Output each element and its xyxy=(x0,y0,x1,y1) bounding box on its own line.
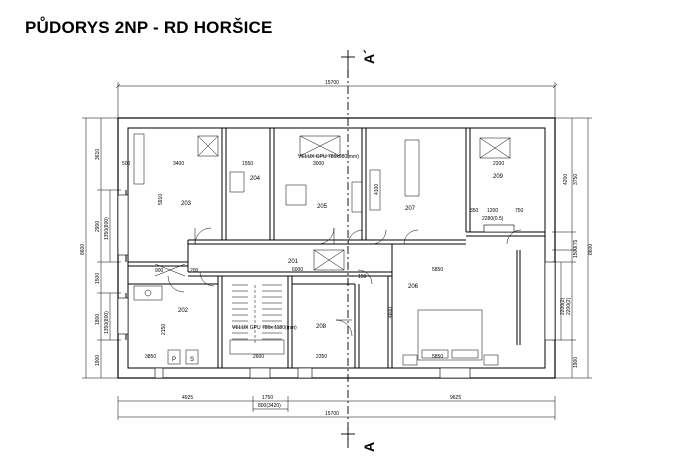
section-line xyxy=(341,50,355,448)
dim-overall-top: 15700 xyxy=(325,80,339,86)
dim-900: 900 xyxy=(155,268,164,274)
dim-206-width-b: 5850 xyxy=(432,354,443,360)
dim-left-seg-4: 1900 xyxy=(95,355,101,366)
dim-left-seg-1: 2900 xyxy=(95,221,101,232)
dim-right-window-0: 2200(2) xyxy=(560,297,566,315)
dim-209-c: 350 xyxy=(470,208,479,214)
dim-204-width: 1550 xyxy=(242,161,253,167)
section-mark-bottom: A xyxy=(361,442,377,452)
dim-bottom-left: 4925 xyxy=(182,395,193,401)
dim-stairs-width: 2600 xyxy=(253,354,264,360)
dim-203-width: 3400 xyxy=(173,161,184,167)
dim-206-width: 5850 xyxy=(432,267,443,273)
dim-bottom-mid: 1750 xyxy=(262,395,273,401)
fixture-s-label: S xyxy=(190,357,194,363)
fixtures xyxy=(133,133,511,366)
dim-right-window-1: 2200(2) xyxy=(566,297,572,315)
dim-left-seg-2: 1500 xyxy=(95,273,101,284)
velux-bottom-note: VELUX GPU 780x 1180(mm) xyxy=(232,325,297,331)
room-202-label: 202 xyxy=(178,308,189,314)
dim-208-width: 2350 xyxy=(316,354,327,360)
dim-500: 500 xyxy=(122,161,131,167)
dim-right-seg-3: 1500 xyxy=(573,247,579,258)
dim-206-height: 4600 xyxy=(388,307,394,318)
dim-209-width: 2200 xyxy=(493,161,504,167)
dim-left-window-0: 1350(800) xyxy=(104,217,110,240)
fixture-p-label: P xyxy=(172,357,176,363)
section-mark-top: A´ xyxy=(361,49,377,64)
dim-202-width: 3850 xyxy=(145,354,156,360)
dim-right-seg-0: 3750 xyxy=(573,174,579,185)
doors xyxy=(167,227,522,337)
plan-title: PŮDORYS 2NP - RD HORŠICE xyxy=(25,18,273,37)
dim-202-height: 2150 xyxy=(161,324,167,335)
room-201-label: 201 xyxy=(288,259,299,265)
room-208-label: 208 xyxy=(316,324,327,330)
dim-209-d: 2280(0.5) xyxy=(482,216,504,222)
windows xyxy=(117,194,556,379)
dim-209-b: 750 xyxy=(515,208,524,214)
dim-bottom-mid-sub: 800(3420) xyxy=(258,403,281,409)
dim-left-seg-3: 1800 xyxy=(95,314,101,325)
dim-corridor-width: 6000 xyxy=(292,267,303,273)
room-209-label: 209 xyxy=(493,174,504,180)
dim-203-height: 5910 xyxy=(158,194,164,205)
dim-right-seg-2: 775 xyxy=(573,239,579,248)
room-labels: 203 204 205 207 209 201 206 202 208 xyxy=(178,174,504,330)
dim-150: 150 xyxy=(358,274,367,280)
dim-overall-bottom: 15700 xyxy=(325,411,339,417)
dim-bottom-right: 9625 xyxy=(450,395,461,401)
dimension-texts: 15700 15700 4925 1750 800(3420) 9625 860… xyxy=(80,80,594,417)
dim-200: 200 xyxy=(190,268,199,274)
dim-left-total: 8600 xyxy=(80,244,86,255)
dimension-lines xyxy=(82,82,592,420)
dim-207-height: 4100 xyxy=(374,184,380,195)
dim-right-seg-4: 1900 xyxy=(573,357,579,368)
walls xyxy=(117,117,556,379)
room-204-label: 204 xyxy=(250,176,261,182)
dim-right-total: 8600 xyxy=(588,244,594,255)
room-207-label: 207 xyxy=(405,206,416,212)
room-206-label: 206 xyxy=(408,284,419,290)
stairs xyxy=(229,284,285,355)
dim-209-a: 1200 xyxy=(487,208,498,214)
dim-205-width: 3000 xyxy=(313,161,324,167)
velux-top-note: VELUX GPU 780x980(mm) xyxy=(298,154,359,160)
dim-left-seg-0: 3610 xyxy=(95,149,101,160)
dim-right-seg-1: 4200 xyxy=(563,174,569,185)
dim-left-window-1: 1350(800) xyxy=(104,311,110,334)
room-203-label: 203 xyxy=(181,201,192,207)
room-205-label: 205 xyxy=(317,204,328,210)
